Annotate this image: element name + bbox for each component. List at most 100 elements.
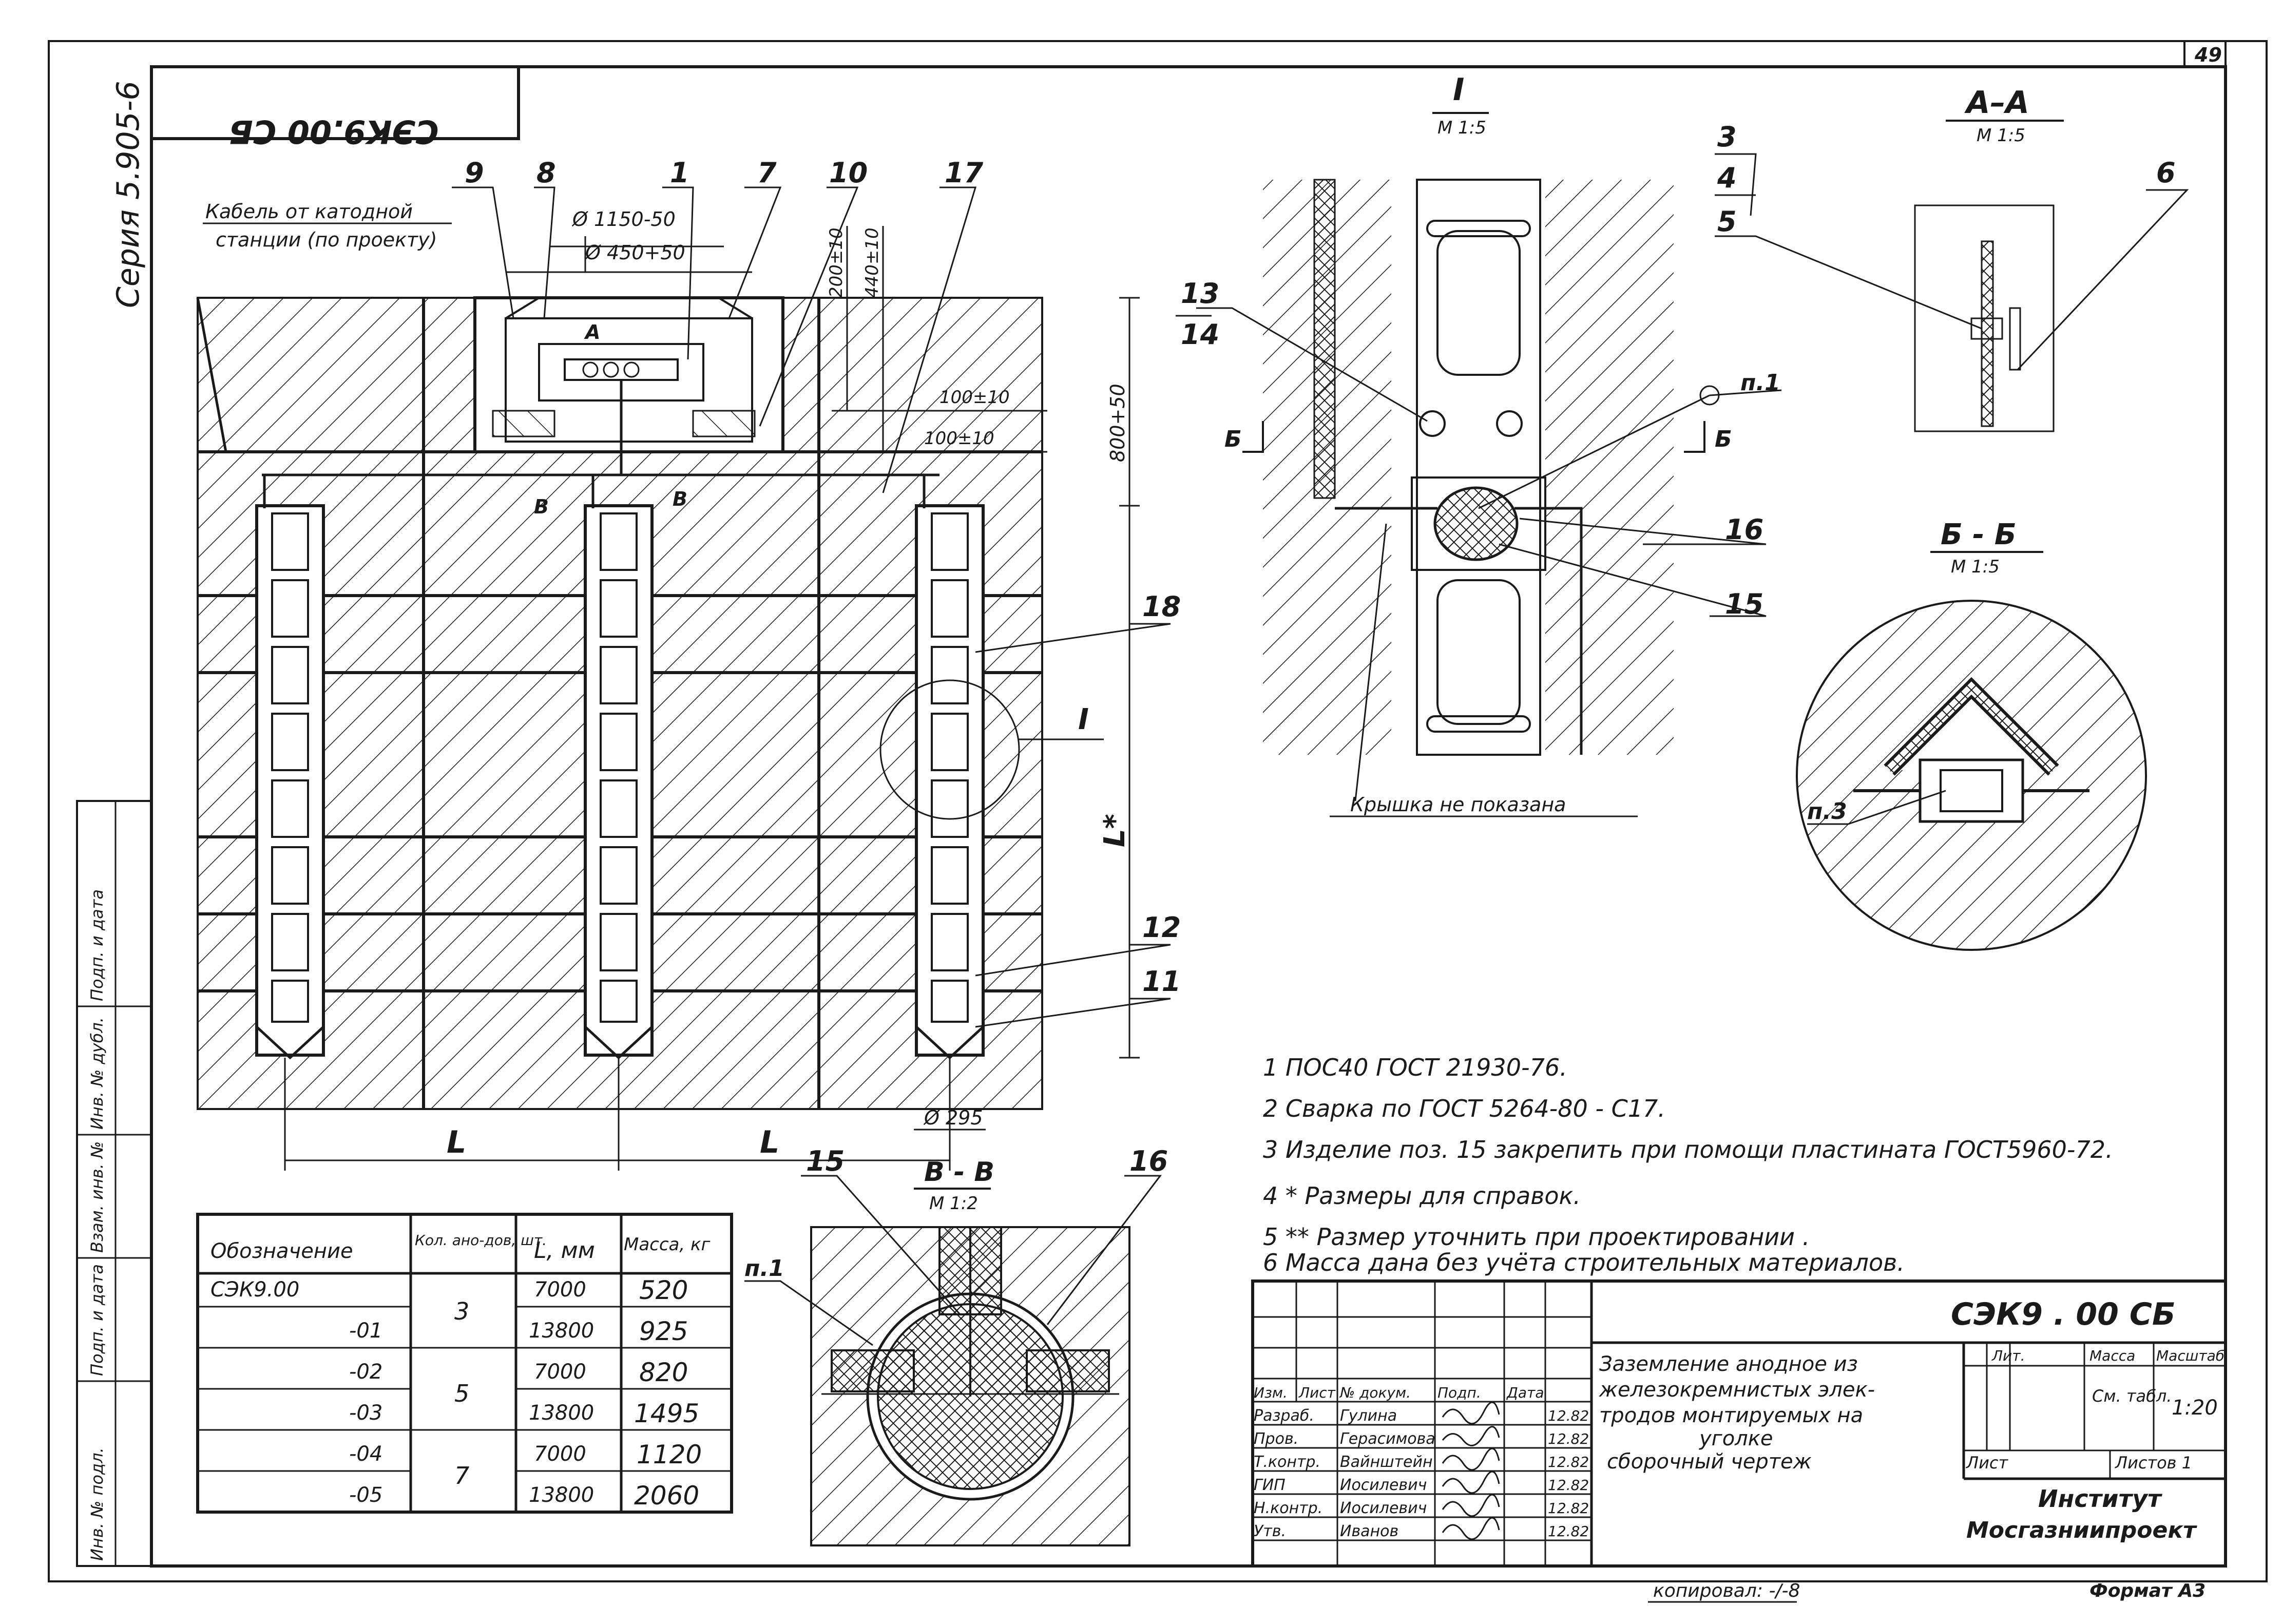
tb-staff-6-date: 12.82 xyxy=(1548,1523,1589,1540)
spec-h-designation: Обозначение xyxy=(210,1239,353,1263)
spec-r4-des: -03 xyxy=(349,1401,382,1425)
pos-10: 10 xyxy=(829,157,868,189)
section-bb-scale: М 1:5 xyxy=(1951,557,2000,577)
tb-org-1: Институт xyxy=(2038,1485,2162,1513)
tb-staff-2-date: 12.82 xyxy=(1548,1430,1589,1447)
pos-1: 1 xyxy=(670,157,689,189)
dim-100b: 100±10 xyxy=(924,428,994,449)
pos-6: 6 xyxy=(2156,157,2176,189)
tb-staff-5-role: Н.контр. xyxy=(1254,1499,1322,1517)
spec-count-7: 7 xyxy=(454,1462,469,1489)
spec-r2-des: -01 xyxy=(349,1319,382,1343)
spec-h-count: Кол. ано-дов, шт. xyxy=(415,1232,547,1249)
spec-h-length: L, мм xyxy=(534,1237,595,1264)
tb-title-1: Заземление анодное из xyxy=(1599,1352,1858,1376)
tb-scale-label: Масштаб xyxy=(2156,1347,2225,1364)
tb-staff-4-date: 12.82 xyxy=(1548,1477,1589,1494)
tb-staff-4-name: Иосилевич xyxy=(1340,1476,1427,1494)
dim-d450: Ø 450+50 xyxy=(584,241,685,264)
section-v-right: В xyxy=(673,488,687,510)
tb-title-2: железокремнистых элек- xyxy=(1599,1378,1875,1402)
note-2: 2 Сварка по ГОСТ 5264-80 - С17. xyxy=(1263,1095,1665,1122)
pos-7: 7 xyxy=(757,157,777,189)
detail-p1: п.1 xyxy=(1740,370,1780,396)
tb-staff-1-name: Гулина xyxy=(1340,1407,1397,1425)
b-mark-right: Б xyxy=(1715,426,1732,452)
spec-r1-len: 7000 xyxy=(534,1278,586,1302)
tb-staff-2-role: Пров. xyxy=(1254,1430,1298,1448)
section-vv-p1: п.1 xyxy=(744,1255,784,1282)
spec-r6-mass: 2060 xyxy=(634,1481,699,1511)
tb-staff-1-role: Разраб. xyxy=(1254,1407,1314,1425)
pos-12: 12 xyxy=(1142,911,1181,944)
tb-staff-3-name: Вайнштейн xyxy=(1340,1453,1433,1471)
tb-col-date: Дата xyxy=(1506,1384,1544,1401)
tb-staff-3-date: 12.82 xyxy=(1548,1454,1589,1470)
pos-5: 5 xyxy=(1717,205,1737,238)
spec-r3-len: 7000 xyxy=(534,1360,586,1384)
cable-label-2: станции (по проекту) xyxy=(216,228,437,251)
pos-18: 18 xyxy=(1142,590,1181,623)
strip-3: Взам. инв. № xyxy=(87,1141,107,1253)
sheet-number-box xyxy=(2183,40,2227,68)
format-label: Формат А3 xyxy=(2089,1580,2206,1601)
tb-staff-6-name: Иванов xyxy=(1340,1522,1398,1540)
tb-staff-5-date: 12.82 xyxy=(1548,1500,1589,1517)
section-vv-title: В - В xyxy=(924,1157,994,1188)
tb-col-list: Лист xyxy=(1298,1384,1336,1401)
tb-staff-2-name: Герасимова xyxy=(1340,1430,1435,1448)
note-6: 6 Масса дана без учёта строительных мате… xyxy=(1263,1249,1905,1276)
tb-col-izm: Изм. xyxy=(1254,1384,1288,1401)
dim-l2: L xyxy=(760,1124,779,1160)
series-label: Серия 5.905-6 xyxy=(110,81,146,308)
section-bb-p3: п.3 xyxy=(1807,798,1847,825)
section-vv: В - В М 1:2 15 16 п.1 xyxy=(744,1145,1168,1546)
pos-4: 4 xyxy=(1717,162,1737,194)
spec-r1-mass: 520 xyxy=(639,1275,688,1305)
note-5: 5 ** Размер уточнить при проектировании … xyxy=(1263,1223,1810,1251)
detail-i-scale: М 1:5 xyxy=(1437,118,1486,138)
section-bb: Б - Б М 1:5 п.3 xyxy=(1796,518,2147,951)
dim-440: 440±10 xyxy=(862,227,883,298)
signatures xyxy=(1442,1401,1500,1540)
pos-11: 11 xyxy=(1142,965,1181,998)
section-aa-title: А–А xyxy=(1964,85,2029,121)
pos-9: 9 xyxy=(465,157,484,189)
note-4: 4 * Размеры для справок. xyxy=(1263,1182,1581,1210)
spec-r5-mass: 1120 xyxy=(637,1440,702,1469)
notes: 1 ПОС40 ГОСТ 21930-76. 2 Сварка по ГОСТ … xyxy=(1263,1054,2113,1276)
spec-table: Обозначение Кол. ано-дов, шт. L, мм Масс… xyxy=(196,1213,733,1514)
strip-2: Подп. и дата xyxy=(87,1264,107,1376)
note-3: 3 Изделие поз. 15 закрепить при помощи п… xyxy=(1263,1136,2113,1163)
title-block: Изм. Лист № докум. Подп. Дата Разраб. Гу… xyxy=(1251,1279,2227,1568)
spec-r6-des: -05 xyxy=(349,1483,382,1507)
tb-sheets-label: Листов 1 xyxy=(2115,1453,2192,1473)
spec-r2-mass: 925 xyxy=(639,1316,688,1346)
tb-scale-value: 1:20 xyxy=(2172,1396,2218,1420)
tb-staff-6-role: Утв. xyxy=(1254,1522,1286,1540)
cable-label-1: Кабель от катодной xyxy=(205,200,413,223)
tb-org-2: Мосгазниипроект xyxy=(1966,1517,2197,1543)
tb-staff-5-name: Иосилевич xyxy=(1340,1499,1427,1517)
section-v-left: В xyxy=(534,495,549,518)
dim-l1: L xyxy=(447,1124,466,1160)
section-vv-pos16: 16 xyxy=(1129,1145,1168,1177)
tb-staff-4-role: ГИП xyxy=(1254,1476,1286,1494)
tb-doc-code: СЭК9 . 00 СБ xyxy=(1951,1296,2176,1332)
strip-5: Подп. и дата xyxy=(87,889,107,1001)
left-strip: Инв. № подл. Подп. и дата Взам. инв. № И… xyxy=(76,800,152,1567)
pos-16: 16 xyxy=(1725,513,1763,546)
detail-i-title: I xyxy=(1453,72,1464,108)
b-mark-left: Б xyxy=(1224,426,1242,452)
spec-r5-len: 7000 xyxy=(534,1442,586,1466)
tb-mass-label: Масса xyxy=(2089,1347,2135,1364)
spec-h-mass: Масса, кг xyxy=(624,1234,711,1255)
section-aa-scale: М 1:5 xyxy=(1977,125,2025,146)
pos-14: 14 xyxy=(1181,318,1219,351)
tb-col-sign: Подп. xyxy=(1437,1384,1481,1401)
dim-100a: 100±10 xyxy=(939,387,1010,408)
spec-count-5: 5 xyxy=(454,1380,469,1407)
tb-title-5: сборочный чертеж xyxy=(1607,1450,1812,1474)
